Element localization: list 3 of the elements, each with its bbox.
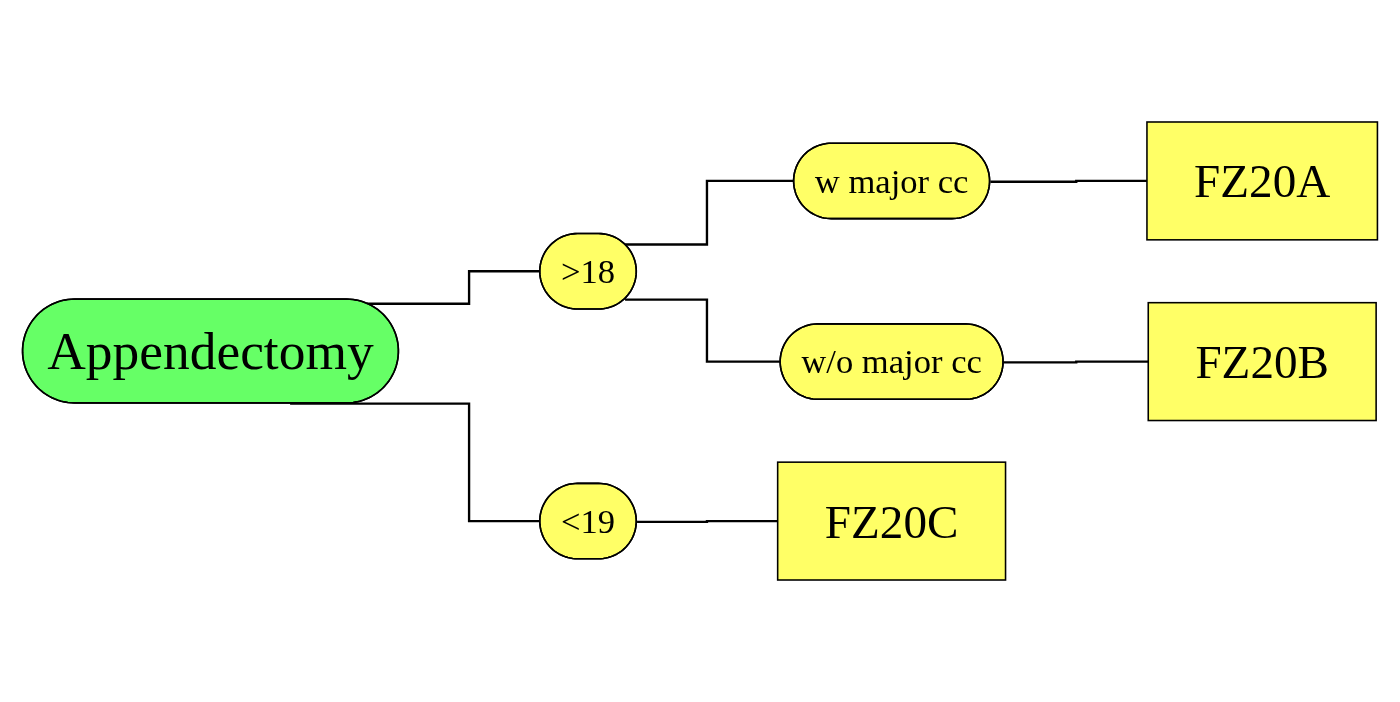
node-box: FZ20C <box>776 461 1007 581</box>
node-box: FZ20A <box>1146 121 1379 241</box>
node-box: FZ20B <box>1147 301 1377 422</box>
